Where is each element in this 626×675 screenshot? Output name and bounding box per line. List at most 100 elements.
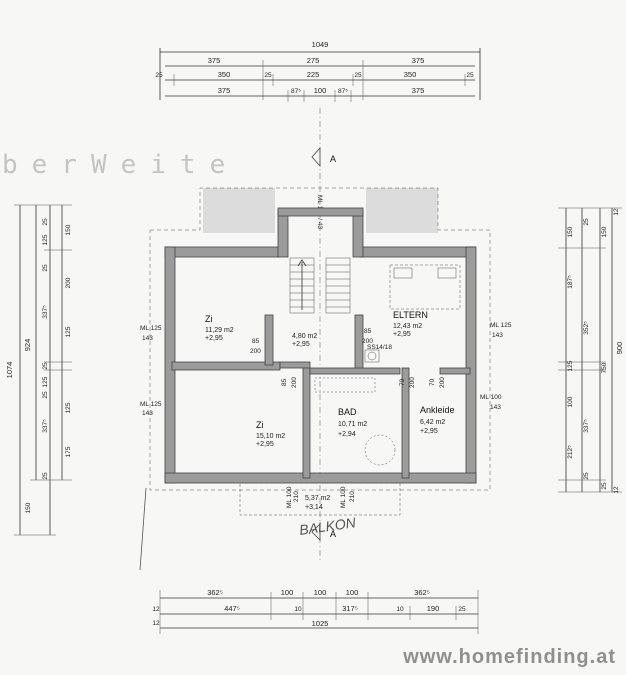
room-5-name: BAD (338, 407, 357, 417)
left-a-7: 337⁵ (42, 419, 49, 433)
door-3-h: 200 (291, 377, 298, 388)
right-a-5: 100 (567, 396, 574, 407)
bottom-r1-d: 100 (346, 588, 359, 597)
roof-outline (149, 187, 491, 491)
balcony: ML 100 210 ML 100 210 BALKON (139, 482, 401, 571)
room-6-area: 6,42 m2 (420, 419, 445, 426)
right-a-1: 150 (567, 226, 574, 237)
left-a-8: 25 (42, 472, 49, 480)
right-b-3: 25 (583, 472, 590, 480)
left-b-1: 200 (65, 277, 72, 288)
top-r1-c: 375 (412, 56, 425, 65)
balcony-door-1-h: 210 (293, 491, 300, 502)
bed (389, 264, 461, 310)
top-r1-a: 375 (208, 56, 221, 65)
room-1-area: 11,29 m2 (205, 327, 234, 334)
window-1-h: 143 (142, 335, 153, 342)
bottom-r1-a: 362⁵ (207, 588, 223, 597)
room-5-area: 10,71 m2 (338, 421, 367, 428)
dormer-left (203, 188, 275, 233)
window-2-h: 143 (142, 410, 153, 417)
left-outer-1: 1074 (5, 362, 14, 379)
top-r2-b: 350 (218, 70, 231, 79)
door-1-h: 200 (250, 348, 261, 355)
door-labels: 85 200 85 200 85 200 70 200 70 200 SS14/… (250, 328, 446, 388)
top-r2-e: 25 (354, 72, 362, 79)
top-r2-c: 25 (264, 72, 272, 79)
bottom-total-dim: 1025 (312, 619, 329, 628)
left-b-2: 125 (65, 326, 72, 337)
left-a-0: 25 (42, 218, 49, 226)
bottom-r1-e: 362⁵ (414, 588, 430, 597)
right-a-6: 337⁵ (583, 419, 590, 433)
top-r3-b: 87⁵ (291, 88, 301, 95)
room-4-name: Zi (256, 420, 264, 430)
window-1-ml: ML 125 (140, 325, 162, 332)
right-a-2: 187⁵ (567, 275, 574, 289)
top-r2-f: 350 (404, 70, 417, 79)
door-4-h: 200 (409, 377, 416, 388)
right-outer: 900 (615, 342, 624, 355)
section-letter-bottom: A (330, 529, 336, 539)
stairs (289, 257, 351, 314)
left-b-3: 125 (65, 402, 72, 413)
bottom-r2-f: 190 (427, 604, 440, 613)
room-7-height: +3,14 (305, 504, 323, 511)
right-a-0: 12 (613, 208, 620, 216)
left-a-6: 25 (42, 391, 49, 399)
right-b-4: 25 (601, 482, 608, 490)
walls (164, 207, 477, 484)
top-r3-a: 375 (218, 86, 231, 95)
bottom-r2-g: 25 (458, 606, 466, 613)
top-r3-d: 87⁵ (338, 88, 348, 95)
top-r2-a: 25 (155, 72, 163, 79)
top-r3-e: 375 (412, 86, 425, 95)
balcony-door-1-ml: ML 100 (286, 486, 293, 508)
right-a-4: 125 (567, 360, 574, 371)
top-r2-d: 225 (307, 70, 320, 79)
window-2-ml: ML 125 (140, 401, 162, 408)
bottom-r2-d: 317⁵ (342, 604, 358, 613)
door-3-w: 85 (281, 378, 288, 386)
right-b-1: 150 (601, 226, 608, 237)
left-a-9: 150 (25, 502, 32, 513)
room-4-area: 15,10 m2 (256, 433, 285, 440)
right-a-3: 352⁵ (583, 321, 590, 335)
door-1-w: 85 (252, 338, 260, 345)
room-2-area: 4,80 m2 (292, 333, 317, 340)
door-2-w: 85 (364, 328, 372, 335)
right-b-0: 25 (583, 218, 590, 226)
left-outer-2: 924 (23, 339, 32, 352)
left-b-4: 175 (65, 446, 72, 457)
bathroom-fixtures (314, 349, 396, 466)
left-a-3: 337⁵ (42, 305, 49, 319)
left-a-4: 25 (42, 362, 49, 370)
balcony-door-2-h: 210 (349, 491, 356, 502)
right-a-7: 212⁵ (567, 445, 574, 459)
bottom-dimensions: 362⁵ 100 100 100 362⁵ 12 447⁵ 10 317⁵ 10… (152, 588, 479, 634)
room-6-height: +2,95 (420, 428, 438, 435)
room-5-height: +2,94 (338, 431, 356, 438)
bottom-r2-c: 10 (294, 606, 302, 613)
door-5-h: 200 (439, 377, 446, 388)
room-4-height: +2,95 (256, 441, 274, 448)
bottom-r1-b: 100 (281, 588, 294, 597)
bottom-r2-a: 12 (152, 606, 160, 613)
stair-note: SS14/18 (367, 344, 392, 351)
window-3-h: 143 (492, 332, 503, 339)
window-4-ml: ML 100 (480, 394, 502, 401)
bottom-r1-c: 100 (314, 588, 327, 597)
door-4-w: 70 (399, 378, 406, 386)
bottom-r2-b: 447⁵ (224, 604, 240, 613)
handwritten-balkon: BALKON (298, 514, 357, 538)
top-r3-c: 100 (314, 86, 327, 95)
window-labels: ML 125 143 ML 125 143 ML 125 143 ML 100 … (140, 322, 512, 417)
top-r2-g: 25 (466, 72, 474, 79)
watermark: www.homefinding.at (403, 646, 616, 668)
left-dimensions: 1074 924 25 125 25 337⁵ 25 125 25 337⁵ 2… (5, 204, 72, 536)
room-3-area: 12,43 m2 (393, 323, 422, 330)
room-1-height: +2,95 (205, 335, 223, 342)
door-2-h: 200 (362, 338, 373, 345)
